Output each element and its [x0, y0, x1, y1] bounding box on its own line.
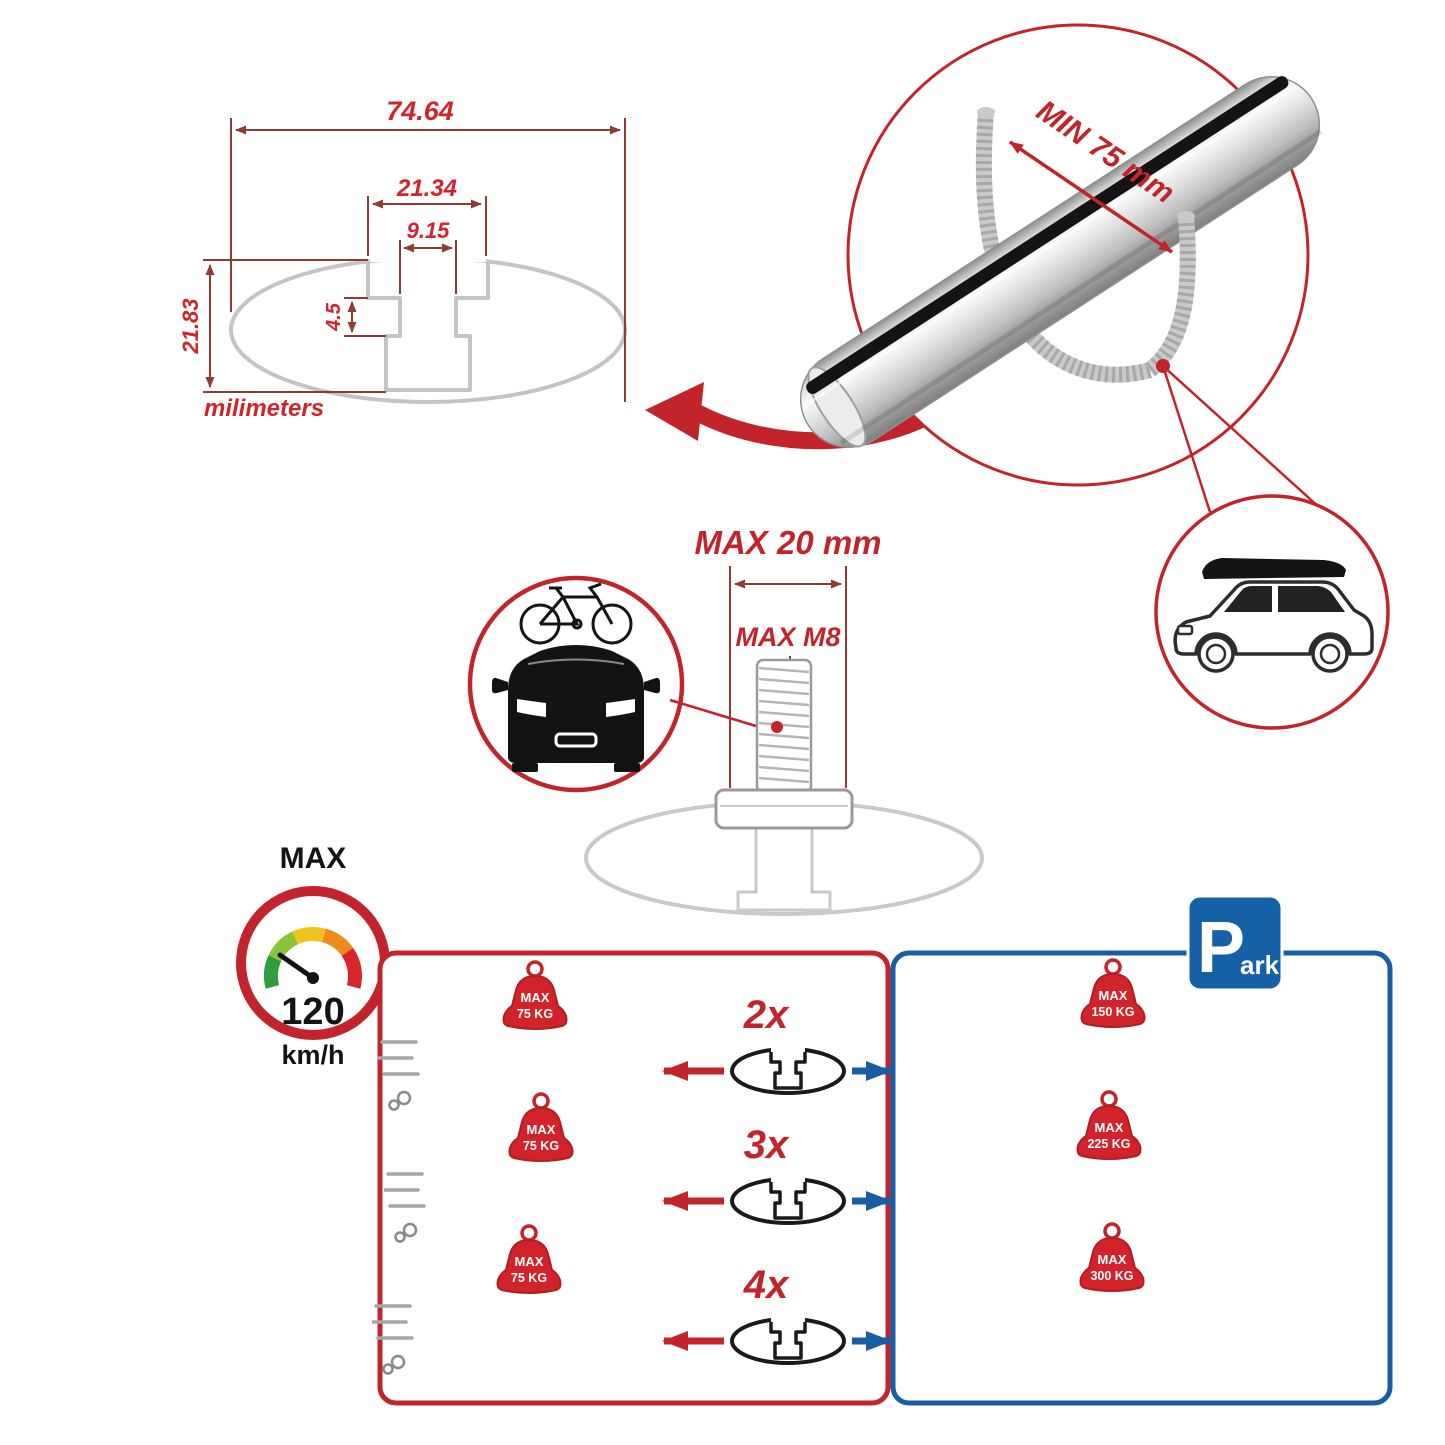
grille [554, 732, 598, 748]
profile-t-channel [366, 260, 490, 392]
crossbar-detail-circle: MIN 75 mm [799, 23, 1323, 513]
badge-load: 225 KG [1087, 1137, 1130, 1151]
car-bike-circle [467, 575, 757, 793]
arrowhead [645, 382, 704, 441]
suv-rear-window [1278, 586, 1345, 612]
badge-load: 75 KG [523, 1139, 559, 1153]
bolt-channel [736, 828, 832, 912]
suv-front-window [1224, 586, 1272, 612]
badge-title: MAX [527, 1122, 556, 1137]
car-front-icon [492, 645, 660, 772]
suv-wheels [1197, 635, 1349, 673]
badge-title: MAX [1098, 1252, 1127, 1267]
callout-line-right [1162, 365, 1321, 509]
badge-load: 150 KG [1091, 1005, 1134, 1019]
badge-title: MAX [1095, 1120, 1124, 1135]
crossbar-profile-icon [730, 1176, 846, 1225]
dim-total-width-label: 74.64 [386, 96, 454, 126]
dim-bolt-width [729, 566, 847, 788]
park-sign: P ark [1186, 894, 1284, 992]
gauge-value: 120 [281, 991, 344, 1033]
suv-headlight [1176, 624, 1194, 636]
dim-channel-inner [399, 240, 457, 294]
bolt-max-thread-label: MAX M8 [735, 622, 840, 652]
dim-channel-outer-label: 21.34 [396, 175, 457, 202]
park-suffix: ark [1240, 950, 1280, 980]
multiplier-label-2x: 2x [743, 993, 790, 1037]
gauge-pivot [307, 972, 319, 984]
multiplier-rows: 2x 3x 4x [662, 993, 892, 1365]
badge-load: 75 KG [517, 1007, 553, 1021]
profile-ellipse-eraser [370, 253, 486, 262]
headlight-right [606, 699, 635, 717]
dim-channel-inner-label: 9.15 [407, 218, 451, 243]
multiplier-label-3x: 3x [744, 1123, 790, 1167]
badge-load: 300 KG [1090, 1269, 1133, 1283]
headlight-left [517, 699, 546, 717]
car-bike-leader [669, 698, 757, 728]
crossbar-profile-icon [730, 1046, 846, 1095]
suv-roofbox-circle [1154, 494, 1390, 730]
dim-step-depth [344, 297, 386, 337]
profile-ellipse [229, 256, 627, 404]
gauge-needle [277, 952, 316, 981]
dim-profile-height-label: 21.83 [178, 298, 203, 354]
gauge-title: MAX [280, 842, 347, 875]
gauge-unit: km/h [281, 1040, 344, 1070]
dim-total-width [230, 118, 626, 402]
t-slot-plate [714, 788, 854, 830]
threaded-stud [755, 658, 813, 794]
dim-channel-outer [367, 196, 487, 256]
badge-title: MAX [515, 1254, 544, 1269]
multiplier-label-4x: 4x [743, 1263, 790, 1307]
bolt-diagram: MAX 20 mm MAX M8 [584, 524, 984, 916]
badge-title: MAX [1099, 988, 1128, 1003]
roof-box [1202, 558, 1346, 579]
speed-gauge: MAX 120 km/h [236, 842, 390, 1070]
profile-dimension-diagram: 74.64 21.34 9.15 4.5 21.83 milimeters [178, 96, 627, 422]
badge-title: MAX [521, 990, 550, 1005]
min-clamp-arrow [1009, 140, 1173, 254]
park-letter: P [1197, 908, 1245, 988]
thread-callout-dot [771, 721, 783, 733]
bike-icon [519, 582, 633, 645]
crossbar-profile-icon [730, 1316, 846, 1365]
badge-load: 75 KG [511, 1271, 547, 1285]
units-label: milimeters [204, 395, 324, 422]
dim-profile-height [203, 259, 386, 393]
parked-panel-border [890, 950, 1393, 1406]
parked-panel: MAX 150 KG MAX 225 KG MAX 300 KG P ark [890, 894, 1393, 1406]
callout-line-left [1161, 365, 1212, 513]
gauge-arcs [263, 926, 363, 989]
bolt-max-width-label: MAX 20 mm [694, 524, 881, 561]
dim-step-depth-label: 4.5 [323, 302, 345, 332]
